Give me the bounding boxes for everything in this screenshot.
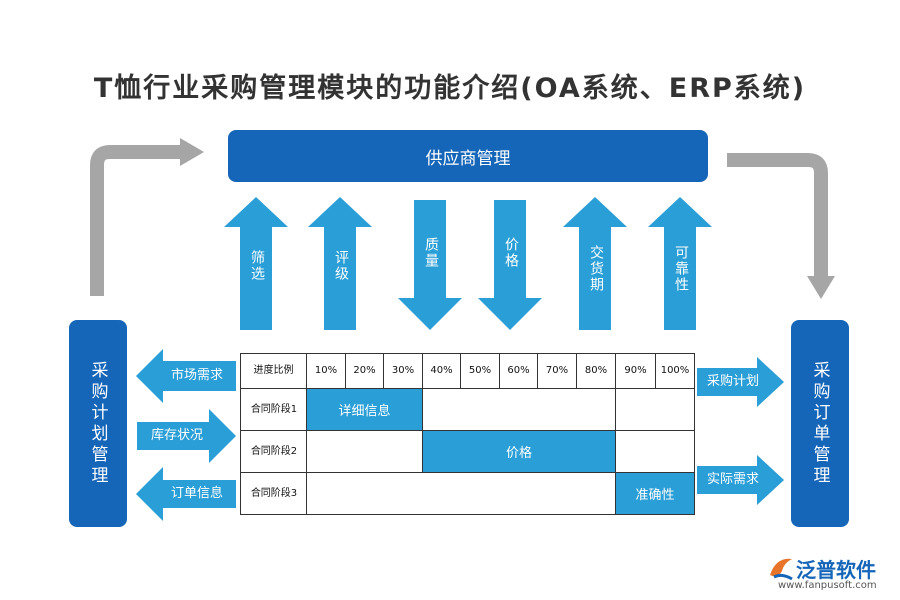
percent-60: 60% [507,365,530,376]
row-label-3: 合同阶段3 [250,487,298,499]
arrow-label-5: 交货期 [588,245,604,293]
arrow-right-demand [697,455,784,505]
row-label-1: 合同阶段1 [250,403,298,415]
arrow-up-1 [224,197,288,330]
arrow-label-1: 筛选 [249,250,265,282]
purchase-plan-label: 采购计划 [706,374,759,389]
market-demand-label: 市场需求 [170,368,223,383]
arrow-down-4 [478,200,542,330]
arrow-right-plan [697,357,784,407]
supplier-management-box: 供应商管理 [228,130,708,182]
page-title: T恤行业采购管理模块的功能介绍(OA系统、ERP系统) [93,73,807,104]
percent-100: 100% [660,365,690,376]
right-flow-arrow [727,153,828,276]
percent-70: 70% [545,365,569,376]
left-flow-arrow [90,145,180,296]
grid-header-label: 进度比例 [253,365,294,376]
percent-50: 50% [468,365,492,376]
arrow-label-4: 价格 [503,237,519,269]
arrow-up-6 [648,197,712,330]
arrow-left-order [136,467,236,521]
actual-demand-label: 实际需求 [706,472,759,487]
inventory-status-label: 库存状况 [150,428,203,443]
left-flow-arrowhead [180,138,204,166]
price-bar: 价格 [423,431,615,472]
percent-90: 90% [624,365,647,376]
arrow-up-2 [308,197,372,330]
arrow-right-inventory [137,409,236,463]
detail-info-bar: 详细信息 [307,389,422,430]
purchase-plan-management-box: 采购计划管理 [69,320,127,527]
purchase-order-management-box: 采购订单管理 [791,320,849,527]
arrow-down-3 [398,200,462,330]
arrow-label-3: 质量 [423,237,439,269]
arrow-label-2: 评级 [333,250,349,282]
fanpu-logo-icon [770,558,793,581]
arrow-left-market [136,349,236,403]
order-info-label: 订单信息 [170,486,223,501]
row-label-2: 合同阶段2 [250,445,298,457]
arrow-up-5 [563,197,627,330]
logo-url: www.fanpusoft.com [778,580,877,591]
accuracy-bar: 准确性 [616,473,694,514]
logo-name: 泛普软件 [796,558,876,582]
percent-10: 10% [314,365,338,376]
arrow-label-6: 可靠性 [673,245,689,293]
percent-40: 40% [430,365,453,376]
percent-30: 30% [391,365,415,376]
percent-80: 80% [584,365,608,376]
percent-20: 20% [353,365,376,376]
right-flow-arrowhead [807,276,835,299]
